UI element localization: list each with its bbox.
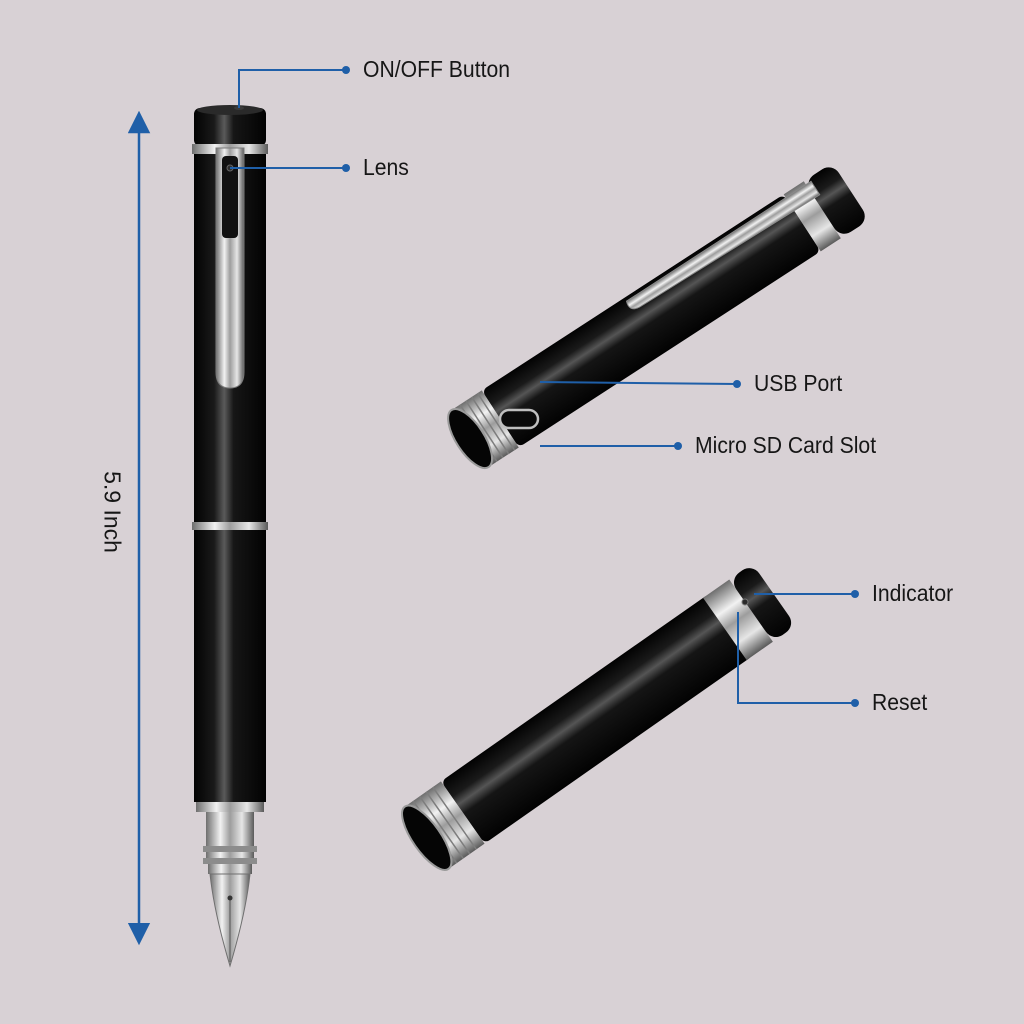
callout-lines [230, 69, 855, 704]
dimension-label: 5.9 Inch [99, 471, 126, 553]
usb-port [498, 408, 540, 430]
label-on-off-button: ON/OFF Button [363, 56, 510, 82]
label-indicator: Indicator [872, 580, 954, 606]
callout-dots [342, 66, 859, 707]
dot-usb [733, 380, 741, 388]
dot-lens [342, 164, 350, 172]
pen-bottom-right [401, 568, 792, 871]
label-reset: Reset [872, 689, 928, 715]
leader-usb [539, 381, 738, 385]
label-lens: Lens [363, 154, 409, 180]
label-usb-port: USB Port [754, 370, 843, 396]
pen-vertical [192, 105, 268, 968]
dot-indicator [851, 590, 859, 598]
dot-sd [674, 442, 682, 450]
label-micro-sd-slot: Micro SD Card Slot [695, 432, 877, 458]
leader-reset [737, 612, 855, 704]
indicator-led [741, 598, 749, 606]
leader-on-off [238, 69, 346, 108]
dot-on-off [342, 66, 350, 74]
dot-reset [851, 699, 859, 707]
